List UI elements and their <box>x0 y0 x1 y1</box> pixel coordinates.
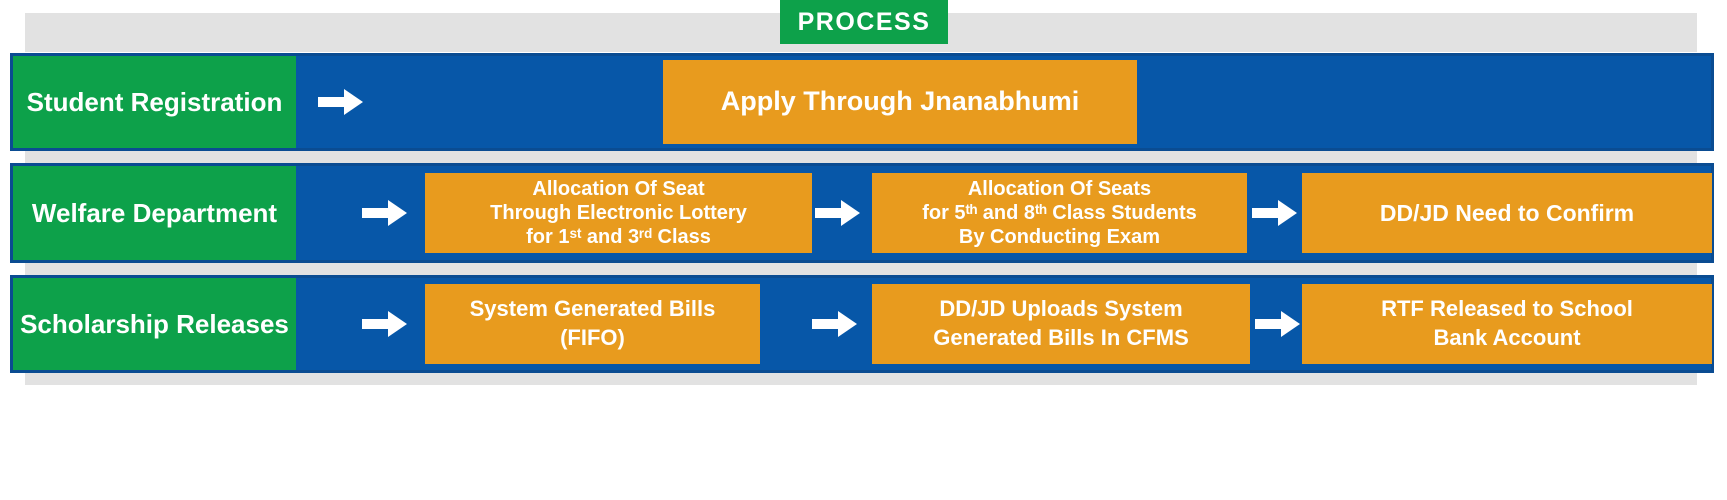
arrow-right-icon <box>362 310 408 338</box>
step-text: RTF Released to School <box>1381 296 1633 322</box>
row-label-student-registration: Student Registration <box>13 56 296 148</box>
step-text: Apply Through Jnanabhumi <box>720 86 1080 117</box>
process-row-student-registration: Student Registration Apply Through Jnana… <box>10 53 1714 151</box>
row-label-scholarship-releases: Scholarship Releases <box>13 278 296 370</box>
process-title: PROCESS <box>797 7 931 36</box>
arrow-right-icon <box>318 88 364 116</box>
row-label-welfare-department: Welfare Department <box>13 166 296 260</box>
step-text: Generated Bills In CFMS <box>933 325 1189 350</box>
arrow-right-icon <box>362 199 408 227</box>
process-row-scholarship-releases: Scholarship Releases System Generated Bi… <box>10 275 1714 373</box>
step-text: (FIFO) <box>560 325 625 350</box>
step-text: Allocation Of Seats <box>967 178 1152 200</box>
step-box-ddjd-confirm: DD/JD Need to Confirm <box>1302 173 1712 253</box>
step-text: for 5ᵗʰ and 8ᵗʰ Class Students <box>922 202 1197 224</box>
process-title-badge: PROCESS <box>780 0 948 44</box>
step-text: DD/JD Need to Confirm <box>1379 199 1635 226</box>
step-text: Bank Account <box>1433 325 1581 350</box>
step-box-seat-lottery: Allocation Of Seat Through Electronic Lo… <box>425 173 812 253</box>
step-text: Allocation Of Seat <box>532 178 705 200</box>
arrow-right-icon <box>1252 199 1298 227</box>
step-box-rtf-release: RTF Released to School Bank Account <box>1302 284 1712 364</box>
step-box-apply-jnanabhumi: Apply Through Jnanabhumi <box>663 60 1137 144</box>
step-text: for 1ˢᵗ and 3ʳᵈ Class <box>526 226 711 248</box>
step-text: Through Electronic Lottery <box>490 202 747 224</box>
row-label-text: Scholarship Releases <box>20 308 289 339</box>
row-divider-bar <box>25 151 1697 163</box>
arrow-right-icon <box>815 199 861 227</box>
row-label-text: Student Registration <box>26 86 283 117</box>
step-text: System Generated Bills <box>469 296 716 322</box>
row-divider-bar <box>25 263 1697 275</box>
step-box-system-bills: System Generated Bills (FIFO) <box>425 284 760 364</box>
row-label-text: Welfare Department <box>31 197 278 228</box>
arrow-right-icon <box>812 310 858 338</box>
row-divider-bar <box>25 373 1697 385</box>
step-text: DD/JD Uploads System <box>939 296 1183 322</box>
process-row-welfare-department: Welfare Department Allocation Of Seat Th… <box>10 163 1714 263</box>
step-text: By Conducting Exam <box>958 226 1161 248</box>
arrow-right-icon <box>1255 310 1301 338</box>
step-box-seat-exam: Allocation Of Seats for 5ᵗʰ and 8ᵗʰ Clas… <box>872 173 1247 253</box>
step-box-upload-cfms: DD/JD Uploads System Generated Bills In … <box>872 284 1250 364</box>
